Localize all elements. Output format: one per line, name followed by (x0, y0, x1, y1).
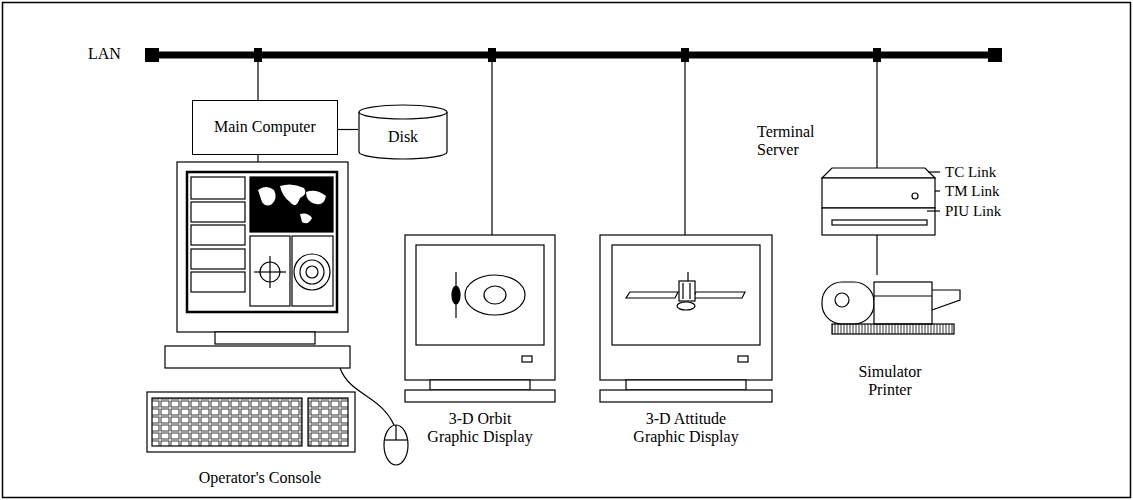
network-cable (684, 62, 685, 235)
terminal-server: Terminal Server (820, 168, 937, 235)
node-label: LAN (88, 45, 138, 63)
network-cable (338, 129, 358, 130)
node-label: Main Computer (214, 118, 316, 136)
console-station: Operator's Console (140, 162, 420, 492)
frame (3, 3, 1131, 498)
node-label: Disk (358, 128, 448, 146)
network-cable (876, 62, 877, 168)
node-label: 3-D Orbit Graphic Display (424, 410, 536, 446)
network-cable (257, 155, 258, 162)
lan-bus: LAN (145, 48, 1002, 62)
link-label: TC Link (945, 163, 996, 181)
network-cable (257, 62, 258, 100)
lan-bus (145, 48, 1002, 62)
attitude-monitor (600, 235, 772, 402)
node-label: Simulator Printer (840, 363, 940, 399)
keyboard (147, 392, 355, 452)
console-monitor (165, 162, 350, 368)
orbit-display: 3-D Orbit Graphic Display (395, 235, 565, 450)
disk-cylinder: Disk (358, 104, 448, 160)
node-label: Terminal Server (757, 123, 837, 159)
network-cable (876, 235, 877, 275)
attitude-display: 3-D Attitude Graphic Display (596, 235, 776, 450)
node-label: Operator's Console (140, 469, 380, 487)
computer-box: Main Computer (192, 100, 338, 155)
link-label: PIU Link (945, 202, 1001, 220)
mouse (340, 368, 408, 465)
link-label: TM Link (945, 182, 1000, 200)
node-label: 3-D Attitude Graphic Display (630, 410, 742, 446)
orbit-monitor (405, 235, 555, 402)
printer-illustration (822, 282, 960, 334)
simulator-printer: Simulator Printer (818, 275, 962, 405)
terminal-server-unit (822, 168, 940, 235)
network-cable (491, 62, 492, 235)
